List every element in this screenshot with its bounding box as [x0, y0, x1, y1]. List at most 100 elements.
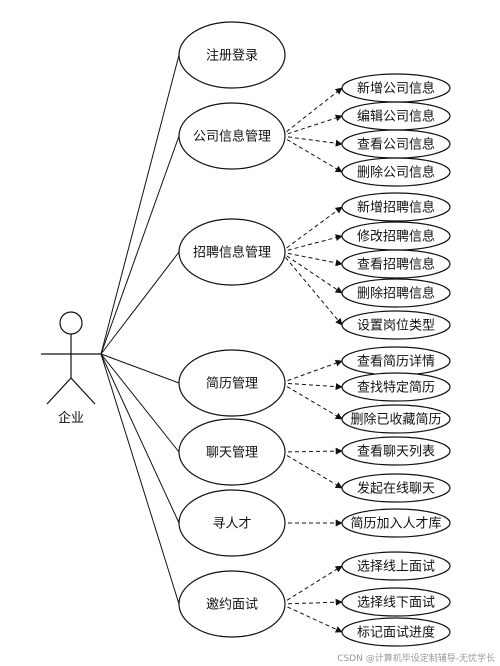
sub-use-case-label: 选择线下面试 — [357, 596, 435, 611]
use-case: 聊天管理 — [178, 418, 286, 486]
sub-use-case-label: 发起在线聊天 — [357, 481, 435, 497]
association-lines — [100, 54, 180, 605]
sub-use-case: 简历加入人才库 — [341, 508, 451, 538]
include-arrow — [280, 251, 343, 326]
watermark: CSDN @计算机毕设定制辅导-无忧学长 — [337, 652, 495, 664]
use-case-label: 注册登录 — [206, 49, 258, 64]
sub-use-case-label: 选择线上面试 — [357, 560, 435, 575]
sub-use-case: 选择线上面试 — [341, 551, 451, 581]
association-line — [100, 54, 180, 355]
sub-use-case: 发起在线聊天 — [341, 473, 451, 503]
sub-use-case: 标记面试进度 — [341, 617, 451, 647]
include-arrow — [280, 382, 343, 391]
use-case-label: 邀约面试 — [206, 598, 258, 613]
actor-right-leg — [70, 377, 96, 405]
sub-use-case: 新增公司信息 — [341, 73, 451, 103]
include-arrow — [280, 565, 343, 605]
sub-use-case-label: 删除公司信息 — [357, 165, 435, 181]
use-case: 公司信息管理 — [178, 102, 286, 170]
include-arrow — [280, 603, 343, 633]
association-line — [100, 353, 180, 384]
sub-use-case: 删除已收藏简历 — [341, 404, 451, 434]
use-case-label: 公司信息管理 — [193, 129, 271, 145]
use-case-label: 招聘信息管理 — [193, 245, 271, 261]
sub-use-case: 修改招聘信息 — [341, 221, 451, 251]
use-case: 寻人才 — [178, 489, 286, 557]
sub-use-case-label: 查看聊天列表 — [357, 444, 435, 460]
sub-use-case-label: 新增招聘信息 — [357, 200, 435, 216]
sub-use-case-label: 删除招聘信息 — [357, 286, 435, 302]
sub-use-case-shape — [341, 587, 451, 617]
sub-use-case-label: 查看招聘信息 — [357, 257, 435, 273]
include-arrow — [280, 451, 343, 489]
sub-use-case: 编辑公司信息 — [341, 101, 451, 131]
include-arrow — [280, 114, 343, 137]
use-case-label: 聊天管理 — [206, 446, 258, 461]
include-arrow — [280, 251, 343, 294]
use-case: 招聘信息管理 — [178, 218, 286, 286]
sub-use-case-shape — [341, 192, 451, 222]
sub-use-case-shape — [341, 436, 451, 466]
sub-use-case-label: 编辑公司信息 — [357, 109, 435, 125]
sub-use-case-shape — [341, 551, 451, 581]
include-arrow — [280, 598, 343, 606]
actor-left-leg — [46, 377, 72, 405]
use-case-shape — [178, 102, 286, 170]
include-arrow — [280, 447, 343, 455]
include-arrows — [280, 87, 343, 633]
sub-use-case-label: 新增公司信息 — [357, 81, 435, 97]
association-line — [100, 353, 180, 524]
sub-use-case-shape — [341, 310, 451, 340]
sub-use-case: 选择线下面试 — [341, 587, 451, 617]
include-arrow — [280, 382, 343, 420]
include-arrow — [280, 251, 343, 267]
use-case-shape — [178, 489, 286, 557]
sub-use-case: 新增招聘信息 — [341, 192, 451, 222]
use-case-shape — [178, 218, 286, 286]
sub-use-case-label: 查看公司信息 — [357, 137, 435, 153]
association-line — [100, 353, 180, 605]
include-arrow — [280, 135, 343, 173]
sub-use-case: 查看聊天列表 — [341, 436, 451, 466]
sub-use-case: 查看简历详情 — [341, 346, 451, 376]
include-arrow — [280, 234, 343, 253]
sub-use-case: 查看招聘信息 — [341, 249, 451, 279]
sub-use-case-label: 删除已收藏简历 — [350, 412, 441, 428]
include-arrow — [280, 135, 343, 147]
association-line — [100, 353, 180, 453]
sub-use-case-label: 查看简历详情 — [357, 354, 435, 370]
sub-use-case-shape — [341, 278, 451, 308]
association-line — [100, 135, 180, 355]
sub-use-case-shape — [341, 372, 451, 402]
sub-use-case-label: 标记面试进度 — [357, 625, 435, 641]
sub-use-case-label: 修改招聘信息 — [357, 229, 435, 245]
actor-figure — [41, 311, 101, 405]
sub-use-case-shape — [341, 404, 451, 434]
actor-head — [59, 311, 83, 335]
use-case-label: 简历管理 — [206, 376, 258, 392]
sub-use-case: 删除招聘信息 — [341, 278, 451, 308]
sub-use-case-label: 设置岗位类型 — [357, 319, 435, 334]
sub-use-case: 设置岗位类型 — [341, 310, 451, 340]
use-case-shape — [178, 570, 286, 638]
sub-use-case-shape — [341, 157, 451, 187]
sub-use-case: 删除公司信息 — [341, 157, 451, 187]
use-case-shape — [178, 21, 286, 89]
actor-name: 企业 — [58, 410, 84, 426]
sub-use-case: 查找特定简历 — [341, 372, 451, 402]
use-case-shape — [178, 349, 286, 417]
use-case: 注册登录 — [178, 21, 286, 89]
sub-use-case-shape — [341, 249, 451, 279]
sub-use-case-shape — [341, 508, 451, 538]
use-case-shape — [178, 418, 286, 486]
include-arrow — [280, 87, 343, 137]
sub-use-case-label: 查找特定简历 — [357, 380, 435, 396]
sub-use-case-shape — [341, 617, 451, 647]
association-line — [100, 251, 180, 355]
include-arrow — [280, 359, 343, 384]
sub-use-case-label: 简历加入人才库 — [350, 516, 441, 532]
include-arrow — [280, 206, 343, 253]
sub-use-case-shape — [341, 473, 451, 503]
use-case: 简历管理 — [178, 349, 286, 417]
